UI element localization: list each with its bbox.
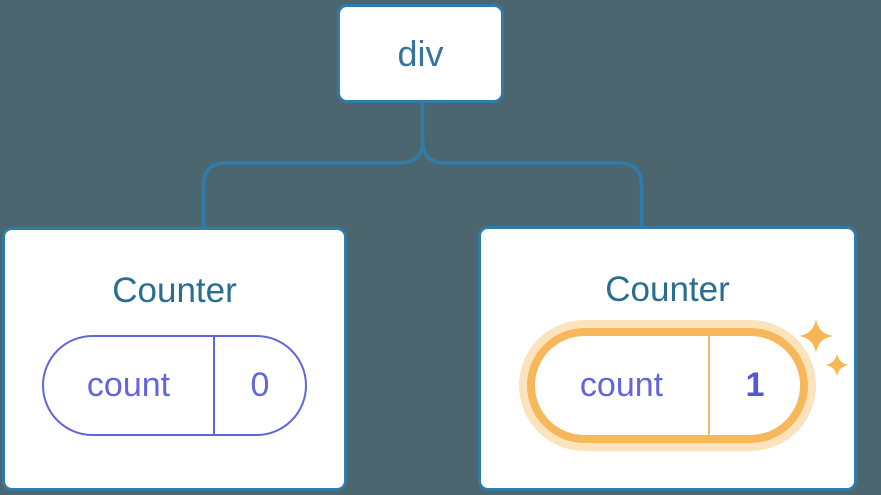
state-value: 1 <box>708 335 800 435</box>
root-node-label: div <box>397 32 444 74</box>
counter-node-left: Counter count 0 <box>2 227 347 491</box>
state-pill: count 0 <box>42 334 307 436</box>
state-key-label: count <box>579 365 664 404</box>
root-node-div: div <box>337 4 504 103</box>
counter-node-right: Counter count 1 <box>478 226 857 491</box>
counter-title: Counter <box>112 271 237 310</box>
counter-title: Counter <box>605 270 730 309</box>
state-key-label: count <box>86 365 171 404</box>
state-pill-highlighted: count 1 <box>527 327 808 443</box>
state-value: 0 <box>213 336 305 434</box>
